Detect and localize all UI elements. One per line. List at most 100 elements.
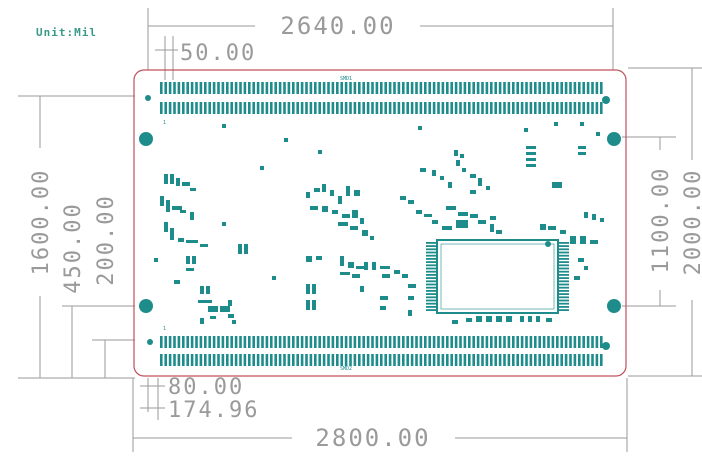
smd-component <box>244 244 248 254</box>
connector-pad <box>507 102 511 114</box>
connector-pad <box>591 102 594 114</box>
connector-pad <box>450 102 453 114</box>
connector-pad <box>446 354 449 366</box>
connector-pad <box>476 354 480 366</box>
connector-pad <box>212 336 216 348</box>
connector-pad <box>318 354 321 366</box>
connector-pad <box>490 82 493 94</box>
chip-pin <box>559 248 569 251</box>
connector-pad <box>243 336 247 348</box>
smd-component <box>466 318 472 322</box>
connector-pad <box>336 102 339 114</box>
connector-pad <box>230 102 233 114</box>
smd-component <box>306 192 310 198</box>
corner-vias <box>145 95 610 350</box>
connector-pad <box>516 82 519 94</box>
connector-pad <box>428 354 431 366</box>
connector-pad <box>336 336 339 348</box>
smd-component <box>172 206 182 210</box>
connector-pad <box>490 336 493 348</box>
connector-pad <box>208 102 211 114</box>
connector-pad <box>600 354 603 366</box>
connector-pad <box>586 102 590 114</box>
connector-pad <box>410 82 414 94</box>
connector-pad <box>331 102 335 114</box>
connector-pad <box>600 336 603 348</box>
connector-pad <box>265 336 269 348</box>
connector-pad <box>551 102 555 114</box>
connector-pad <box>468 336 471 348</box>
chip-pin <box>426 290 436 292</box>
smd-component <box>580 122 584 126</box>
connector-pad <box>274 102 277 114</box>
chip-pin <box>426 267 436 270</box>
connector-pad <box>300 336 304 348</box>
connector-pad <box>446 82 449 94</box>
smd-component <box>362 230 368 236</box>
connector-pad <box>569 354 572 366</box>
smd-component <box>470 174 476 178</box>
connector-pad <box>586 336 590 348</box>
top-connector-label: SMD1 <box>340 76 352 82</box>
smd-component <box>314 188 320 192</box>
connector-pad <box>520 102 524 114</box>
connector-pad <box>309 354 313 366</box>
smd-component <box>490 216 496 220</box>
smd-component <box>574 276 580 280</box>
connector-pad <box>371 82 374 94</box>
connector-pad <box>349 102 352 114</box>
connector-pad <box>226 102 229 114</box>
smd-component <box>272 276 276 280</box>
connector-pad <box>564 336 568 348</box>
connector-pad <box>256 354 260 366</box>
connector-pad <box>419 82 423 94</box>
smd-component <box>206 286 210 294</box>
dim-top-width-label: 2640.00 <box>280 12 395 40</box>
connector-pad <box>283 102 286 114</box>
chip-pin <box>559 280 569 283</box>
chip-pin <box>426 270 436 273</box>
connector-pad <box>525 102 528 114</box>
connector-pad <box>402 102 405 114</box>
connector-pad <box>424 354 427 366</box>
connector-pad <box>160 82 163 94</box>
connector-pad <box>481 82 484 94</box>
smd-component <box>332 210 338 214</box>
smd-component <box>528 316 532 322</box>
smd-component <box>186 256 190 264</box>
connector-pad <box>204 354 207 366</box>
connector-pad <box>424 82 427 94</box>
connector-pad <box>287 102 291 114</box>
dim-right-outer-label: 2000.00 <box>681 169 702 276</box>
connector-pad <box>239 336 242 348</box>
dim-bottom-width-label: 2800.00 <box>315 424 430 452</box>
connector-pad <box>340 102 343 114</box>
connector-pad <box>560 82 563 94</box>
connector-pad <box>384 82 387 94</box>
connector-pad <box>534 82 537 94</box>
smd-component <box>578 146 586 149</box>
connector-pad <box>314 354 317 366</box>
connector-pad <box>415 354 418 366</box>
connector-pad <box>551 336 555 348</box>
connector-pad <box>463 102 467 114</box>
smd-component <box>260 166 264 170</box>
smd-component <box>470 214 478 218</box>
connector-pad <box>459 354 462 366</box>
connector-pad <box>428 82 431 94</box>
connector-pad <box>168 354 172 366</box>
smd-component <box>490 224 494 232</box>
connector-pad <box>591 354 594 366</box>
smd-component <box>322 184 326 192</box>
connector-pad <box>547 102 550 114</box>
smd-component <box>578 258 584 262</box>
smd-component <box>338 196 342 204</box>
connector-pad <box>397 336 401 348</box>
connector-pad <box>441 354 445 366</box>
connector-pad <box>292 354 295 366</box>
dim-top-width <box>147 8 614 70</box>
connector-pad <box>560 336 563 348</box>
connector-pad <box>481 354 484 366</box>
connector-pad <box>292 336 295 348</box>
smd-component <box>590 240 598 244</box>
